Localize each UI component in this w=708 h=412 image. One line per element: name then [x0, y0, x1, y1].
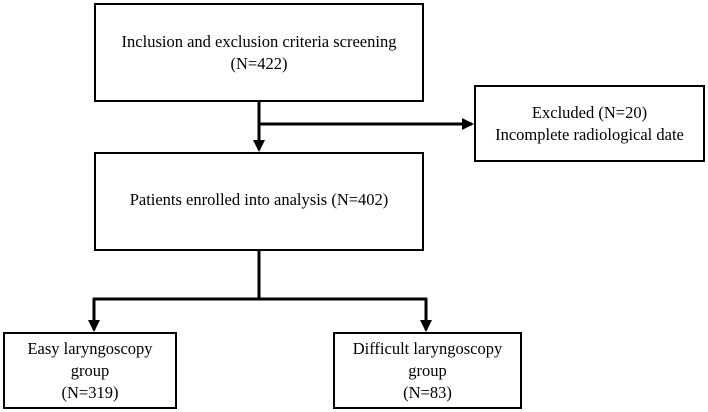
- easy-group-title: Easy laryngoscopy: [27, 338, 153, 358]
- enrolled-title: Patients enrolled into analysis (N=402): [129, 189, 389, 209]
- difficult-group-label: group: [408, 360, 447, 380]
- excluded-box: Excluded (N=20) Incomplete radiological …: [474, 85, 705, 162]
- excluded-count: Excluded (N=20): [531, 102, 648, 122]
- enrolled-box: Patients enrolled into analysis (N=402): [94, 152, 424, 251]
- screening-box: Inclusion and exclusion criteria screeni…: [94, 3, 424, 102]
- difficult-group-count: (N=83): [403, 382, 452, 402]
- screening-title: Inclusion and exclusion criteria screeni…: [121, 31, 397, 51]
- screening-count: (N=422): [230, 53, 288, 73]
- difficult-group-title: Difficult laryngoscopy: [352, 338, 503, 358]
- excluded-reason: Incomplete radiological date: [495, 124, 684, 144]
- easy-group-label: group: [70, 360, 110, 380]
- easy-group-box: Easy laryngoscopy group (N=319): [3, 332, 177, 409]
- difficult-group-box: Difficult laryngoscopy group (N=83): [333, 332, 522, 409]
- easy-group-count: (N=319): [61, 382, 119, 402]
